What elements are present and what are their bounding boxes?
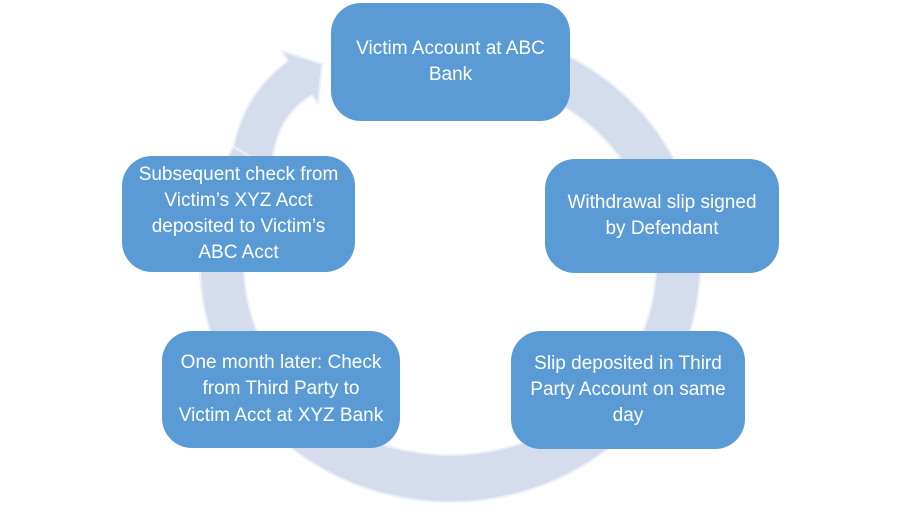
node-label: One month later: Check from Third Party … [178,352,384,426]
node-slip-deposited-third-party: Slip deposited in Third Party Account on… [511,331,745,449]
node-one-month-later-check: One month later: Check from Third Party … [162,331,400,448]
node-label: Withdrawal slip signed by Defendant [567,191,757,239]
node-subsequent-check: Subsequent check from Victim’s XYZ Acct … [122,156,355,272]
node-victim-account-abc-bank: Victim Account at ABC Bank [331,3,570,121]
node-label: Victim Account at ABC Bank [356,37,545,85]
cycle-arrow-head-icon [232,50,323,171]
node-label: Subsequent check from Victim’s XYZ Acct … [138,163,339,264]
node-withdrawal-slip-signed: Withdrawal slip signed by Defendant [545,159,779,273]
node-label: Slip deposited in Third Party Account on… [530,352,726,426]
